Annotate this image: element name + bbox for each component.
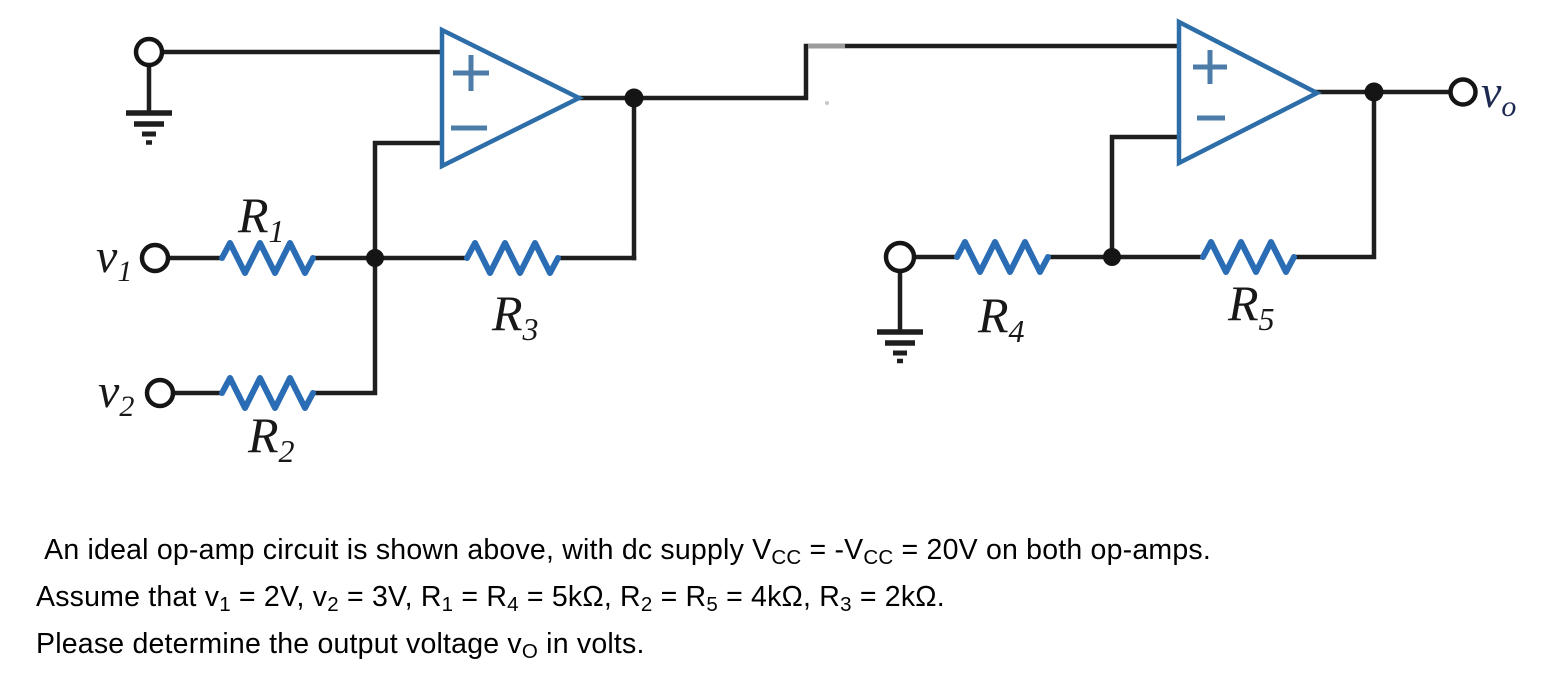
resistor-r5-zigzag	[1200, 239, 1297, 275]
wire-r2-up-to-junction	[310, 255, 378, 396]
component-labels: v1 v2 R1 R2 R3 R4 R5	[96, 187, 1275, 469]
label-r4: R4	[977, 287, 1025, 349]
opamps	[439, 18, 1322, 170]
resistors	[219, 239, 1297, 411]
label-vo: vo	[1481, 66, 1516, 123]
label-r1: R1	[237, 187, 285, 249]
resistor-r4-zigzag	[954, 239, 1051, 275]
terminal-circle-vo	[1448, 77, 1478, 107]
resistor-r1-zigzag	[219, 240, 316, 276]
node-dot	[624, 88, 644, 108]
opamp2-triangle-icon	[1176, 18, 1322, 167]
problem-statement: An ideal op-amp circuit is shown above, …	[36, 527, 1211, 668]
wire-opamp1-minus-to-junction	[372, 140, 445, 261]
terminal-circle-v1	[139, 242, 171, 274]
problem-line-1: An ideal op-amp circuit is shown above, …	[36, 534, 1211, 569]
terminal-circle-ground2	[883, 240, 917, 274]
terminal-circle-v2	[144, 377, 176, 409]
ground-icon	[126, 65, 172, 145]
wire-opamp1-out-to-opamp2-plus	[576, 43, 1183, 101]
node-dot	[1103, 248, 1121, 266]
opamp1-plus-icon	[453, 55, 489, 91]
terminals	[133, 36, 1478, 409]
speck-artifact	[825, 101, 829, 105]
opamp1-triangle-icon	[439, 26, 585, 170]
label-r3: R3	[491, 285, 539, 347]
wire-r5-up-to-output	[1291, 89, 1377, 260]
ground-icon	[877, 271, 923, 364]
resistor-r3-zigzag	[464, 240, 561, 276]
resistor-r2-zigzag	[219, 375, 316, 411]
junction-dots	[366, 82, 1384, 267]
node-dot	[366, 249, 384, 267]
label-v1: v1	[96, 230, 132, 288]
problem-line-2: Assume that v1 = 2V, v2 = 3V, R1 = R4 = …	[36, 581, 945, 616]
opamp2-plus-icon	[1193, 50, 1227, 84]
label-r2: R2	[247, 407, 295, 469]
terminal-circle-ground1	[133, 36, 165, 68]
opamp-polarity-marks	[451, 50, 1227, 131]
problem-line-3: Please determine the output voltage vO i…	[36, 628, 645, 663]
wire-junction2-to-opamp2-minus	[1109, 134, 1183, 260]
opamp-circuit-diagram: v1 v2 R1 R2 R3 R4 R5 vo	[96, 18, 1516, 469]
label-v2: v2	[98, 365, 134, 423]
label-r5: R5	[1227, 275, 1275, 337]
node-dot	[1364, 82, 1384, 102]
